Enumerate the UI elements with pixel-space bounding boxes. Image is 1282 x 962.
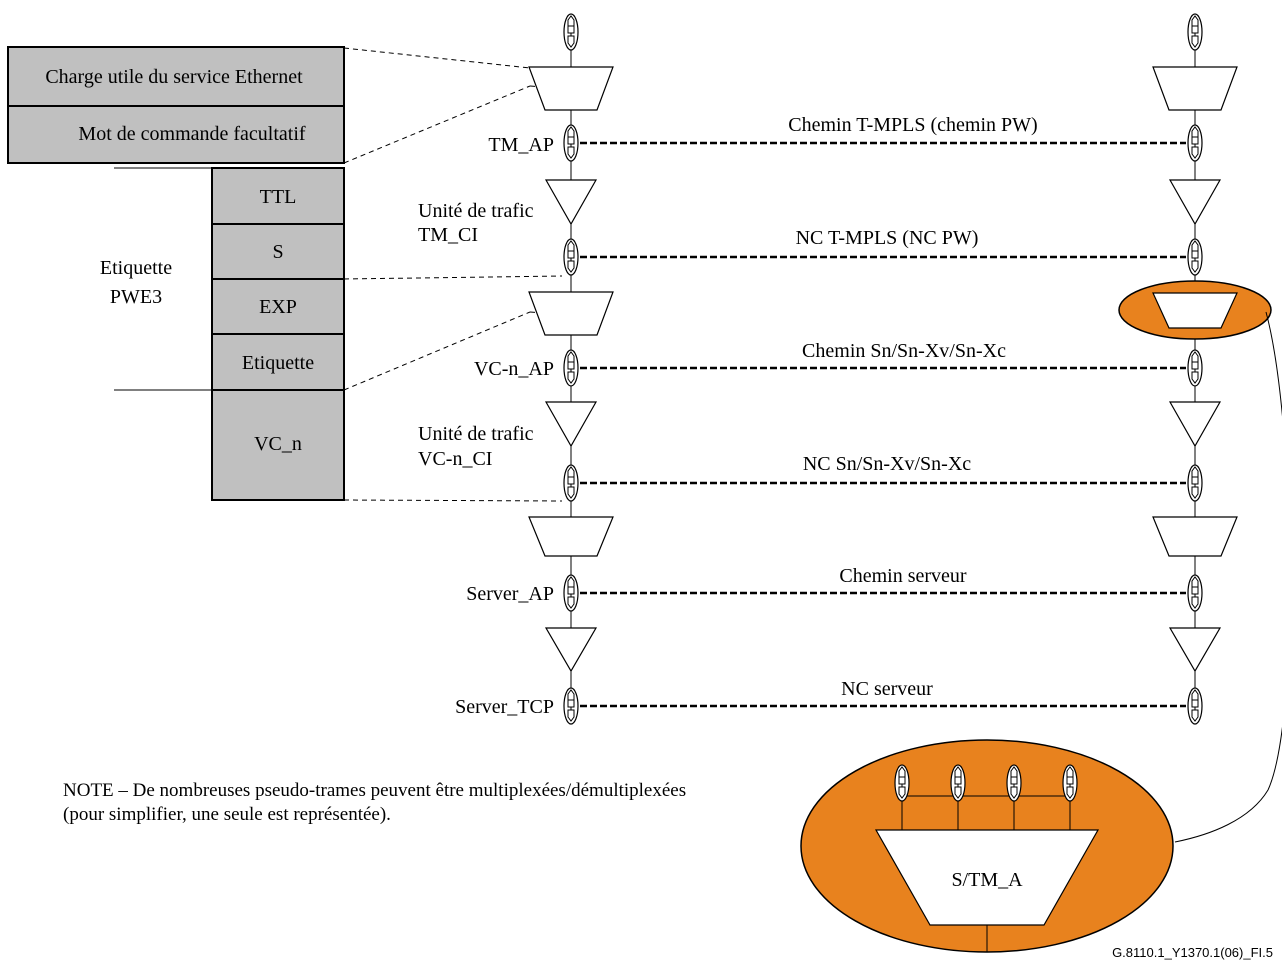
pwe3-label-line2: PWE3 (110, 286, 162, 308)
payload-field (7, 46, 345, 107)
mux-ap-icon-4 (1062, 764, 1078, 802)
right-top-ap-icon (1187, 13, 1203, 51)
left-layer-column (528, 13, 614, 725)
adaptation-trapezoid-1 (528, 66, 614, 111)
sn-path-label: Chemin Sn/Sn-Xv/Sn-Xc (802, 340, 1006, 362)
control-word-label: Mot de commande facultatif (78, 123, 305, 145)
ttl-label: TTL (260, 186, 297, 208)
termination-triangle-1 (544, 179, 598, 226)
tm-ap-label: TM_AP (488, 134, 554, 156)
right-adaptation-trapezoid-1 (1152, 66, 1238, 111)
label-field-label: Etiquette (242, 352, 314, 374)
right-layer-column (1118, 13, 1272, 725)
vcn-ap-label: VC-n_AP (474, 358, 554, 380)
callout-curve (1174, 311, 1282, 843)
termination-triangle-3 (544, 627, 598, 673)
right-termination-triangle-3 (1168, 627, 1222, 673)
adaptation-label: S/TM_A (951, 869, 1023, 891)
right-server-tcp-icon (1187, 687, 1203, 725)
server-ap-icon (563, 574, 579, 612)
server-tcp-label: Server_TCP (455, 696, 554, 718)
s-label: S (272, 241, 283, 263)
tm-ci-label: TM_CI (418, 224, 478, 246)
traffic-unit-label-2: Unité de trafic (418, 423, 534, 445)
server-tcp-icon (563, 687, 579, 725)
termination-triangle-2 (544, 401, 598, 448)
figure-reference: G.8110.1_Y1370.1(06)_FI.5 (1112, 945, 1273, 960)
frame-stack: Charge utile du service Ethernet Mot de … (7, 46, 345, 501)
mux-ap-icon-1 (894, 764, 910, 802)
vcn-ci-label: VC-n_CI (418, 448, 492, 470)
adaptation-trapezoid-3 (528, 516, 614, 557)
vcn-ap-icon (563, 349, 579, 387)
pwe3-label-line1: Etiquette (100, 257, 172, 279)
tmpls-path-label: Chemin T-MPLS (chemin PW) (788, 114, 1037, 136)
right-vcn-ap-icon (1187, 349, 1203, 387)
vc-label: VC_n (254, 433, 302, 455)
top-ap-icon (563, 13, 579, 51)
tmpls-nc-label: NC T-MPLS (NC PW) (796, 227, 979, 249)
tm-ci-icon (563, 238, 579, 276)
vc-field (211, 389, 345, 501)
right-adaptation-trapezoid-2 (1152, 292, 1238, 329)
right-vcn-ci-icon (1187, 464, 1203, 502)
sn-nc-label: NC Sn/Sn-Xv/Sn-Xc (803, 453, 971, 475)
note-line-1: NOTE – De nombreuses pseudo-trames peuve… (63, 780, 686, 801)
right-tm-ci-icon (1187, 238, 1203, 276)
traffic-unit-label-1: Unité de trafic (418, 200, 534, 222)
right-termination-triangle-1 (1168, 179, 1222, 226)
server-nc-label: NC serveur (841, 678, 933, 700)
expansion-lines (343, 47, 601, 502)
exp-label: EXP (259, 296, 297, 318)
mux-ap-icon-3 (1006, 764, 1022, 802)
payload-label: Charge utile du service Ethernet (45, 66, 303, 88)
connections (580, 141, 1186, 708)
note-line-2: (pour simplifier, une seule est représen… (63, 804, 391, 825)
right-server-ap-icon (1187, 574, 1203, 612)
tm-ap-icon (563, 124, 579, 162)
adaptation-detail (800, 739, 1174, 953)
right-adaptation-trapezoid-3 (1152, 516, 1238, 557)
label-field (211, 333, 345, 391)
server-path-label: Chemin serveur (839, 565, 967, 587)
right-tm-ap-icon (1187, 124, 1203, 162)
s-field (211, 223, 345, 280)
mux-adaptation-trapezoid (874, 829, 1100, 926)
vcn-ci-icon (563, 464, 579, 502)
mux-ap-icon-2 (950, 764, 966, 802)
server-ap-label: Server_AP (466, 583, 554, 605)
adaptation-trapezoid-2 (528, 291, 614, 336)
control-word-field (7, 105, 345, 164)
right-termination-triangle-2 (1168, 401, 1222, 448)
